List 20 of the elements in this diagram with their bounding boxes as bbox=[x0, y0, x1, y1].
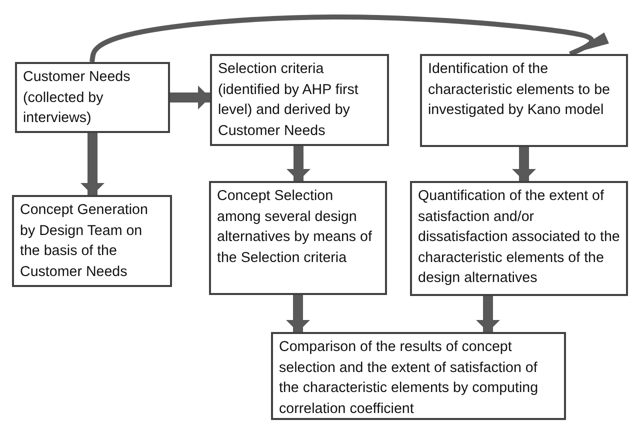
process-box bbox=[210, 54, 389, 146]
process-box bbox=[410, 181, 628, 296]
block-arrow bbox=[286, 146, 310, 181]
box-text: Concept Selection among several design alternatives by means of the Selection criteria bbox=[217, 187, 373, 268]
block-arrow bbox=[286, 295, 310, 332]
process-box bbox=[15, 62, 170, 133]
box-text: Selection criteria (identified by AHP first level) and derived by Customer Needs bbox=[218, 60, 360, 141]
box-text: Customer Needs (collected by interviews) bbox=[23, 68, 132, 128]
box-text: Comparison of the results of concept selection and the extent of satisfaction of the characteristic elements by computing correlation coefficient bbox=[279, 338, 540, 419]
process-box bbox=[209, 181, 387, 295]
process-box bbox=[420, 54, 628, 147]
block-arrow bbox=[80, 133, 104, 195]
box-text: Concept Generation by Design Team on the basis of the Customer Needs bbox=[20, 201, 149, 282]
block-arrow bbox=[512, 147, 536, 181]
block-arrow bbox=[170, 86, 210, 110]
block-arrow bbox=[476, 296, 500, 332]
process-box bbox=[12, 195, 172, 287]
box-text: Quantification of the extent of satisfaction and/or dissatisfaction associated to the characteristic elements of the design alternatives bbox=[418, 187, 620, 288]
process-box bbox=[271, 332, 566, 420]
box-text: Identification of the characteristic elements to be investigated by Kano model bbox=[428, 60, 611, 120]
